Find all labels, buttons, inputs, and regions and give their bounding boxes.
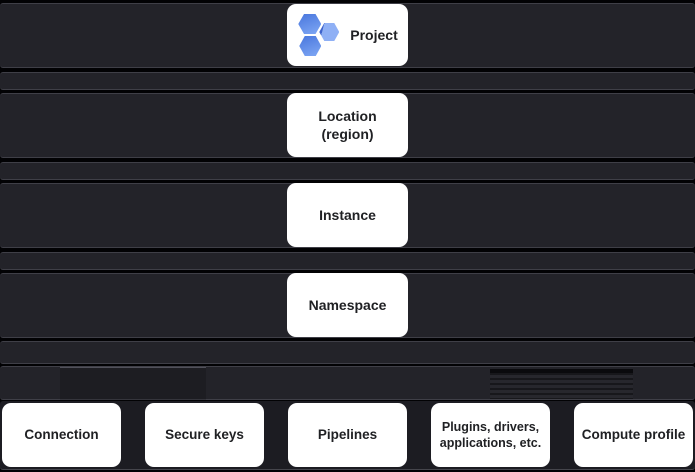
- band-children-header: [0, 366, 695, 400]
- band-texture-left: [60, 367, 206, 400]
- compute-profile-card: Compute profile: [574, 403, 693, 467]
- instance-label: Instance: [319, 206, 376, 223]
- band-separator-4: [0, 341, 695, 364]
- hexagon-right: [319, 23, 340, 41]
- band-separator-2: [0, 162, 695, 180]
- project-card: Project: [287, 4, 408, 66]
- band-separator-3: [0, 252, 695, 270]
- instance-card: Instance: [287, 183, 408, 247]
- hexagon-top-left: [298, 14, 322, 34]
- plugins-label: Plugins, drivers, applications, etc.: [439, 419, 542, 450]
- namespace-label: Namespace: [308, 296, 387, 313]
- pipelines-label: Pipelines: [317, 427, 378, 443]
- band-separator-1: [0, 72, 695, 90]
- location-card: Location (region): [287, 93, 408, 157]
- band-texture-right: [490, 369, 633, 399]
- hexagon-bottom-left: [299, 36, 322, 56]
- project-hexagons-icon: [297, 13, 340, 57]
- project-label: Project: [350, 26, 398, 43]
- pipelines-card: Pipelines: [288, 403, 407, 467]
- secure-keys-card: Secure keys: [145, 403, 264, 467]
- secure-keys-label: Secure keys: [165, 427, 244, 443]
- connection-label: Connection: [24, 427, 99, 443]
- compute-profile-label: Compute profile: [581, 427, 686, 443]
- location-label: Location (region): [318, 107, 377, 142]
- namespace-card: Namespace: [287, 273, 408, 337]
- connection-card: Connection: [2, 403, 121, 467]
- plugins-card: Plugins, drivers, applications, etc.: [431, 403, 550, 467]
